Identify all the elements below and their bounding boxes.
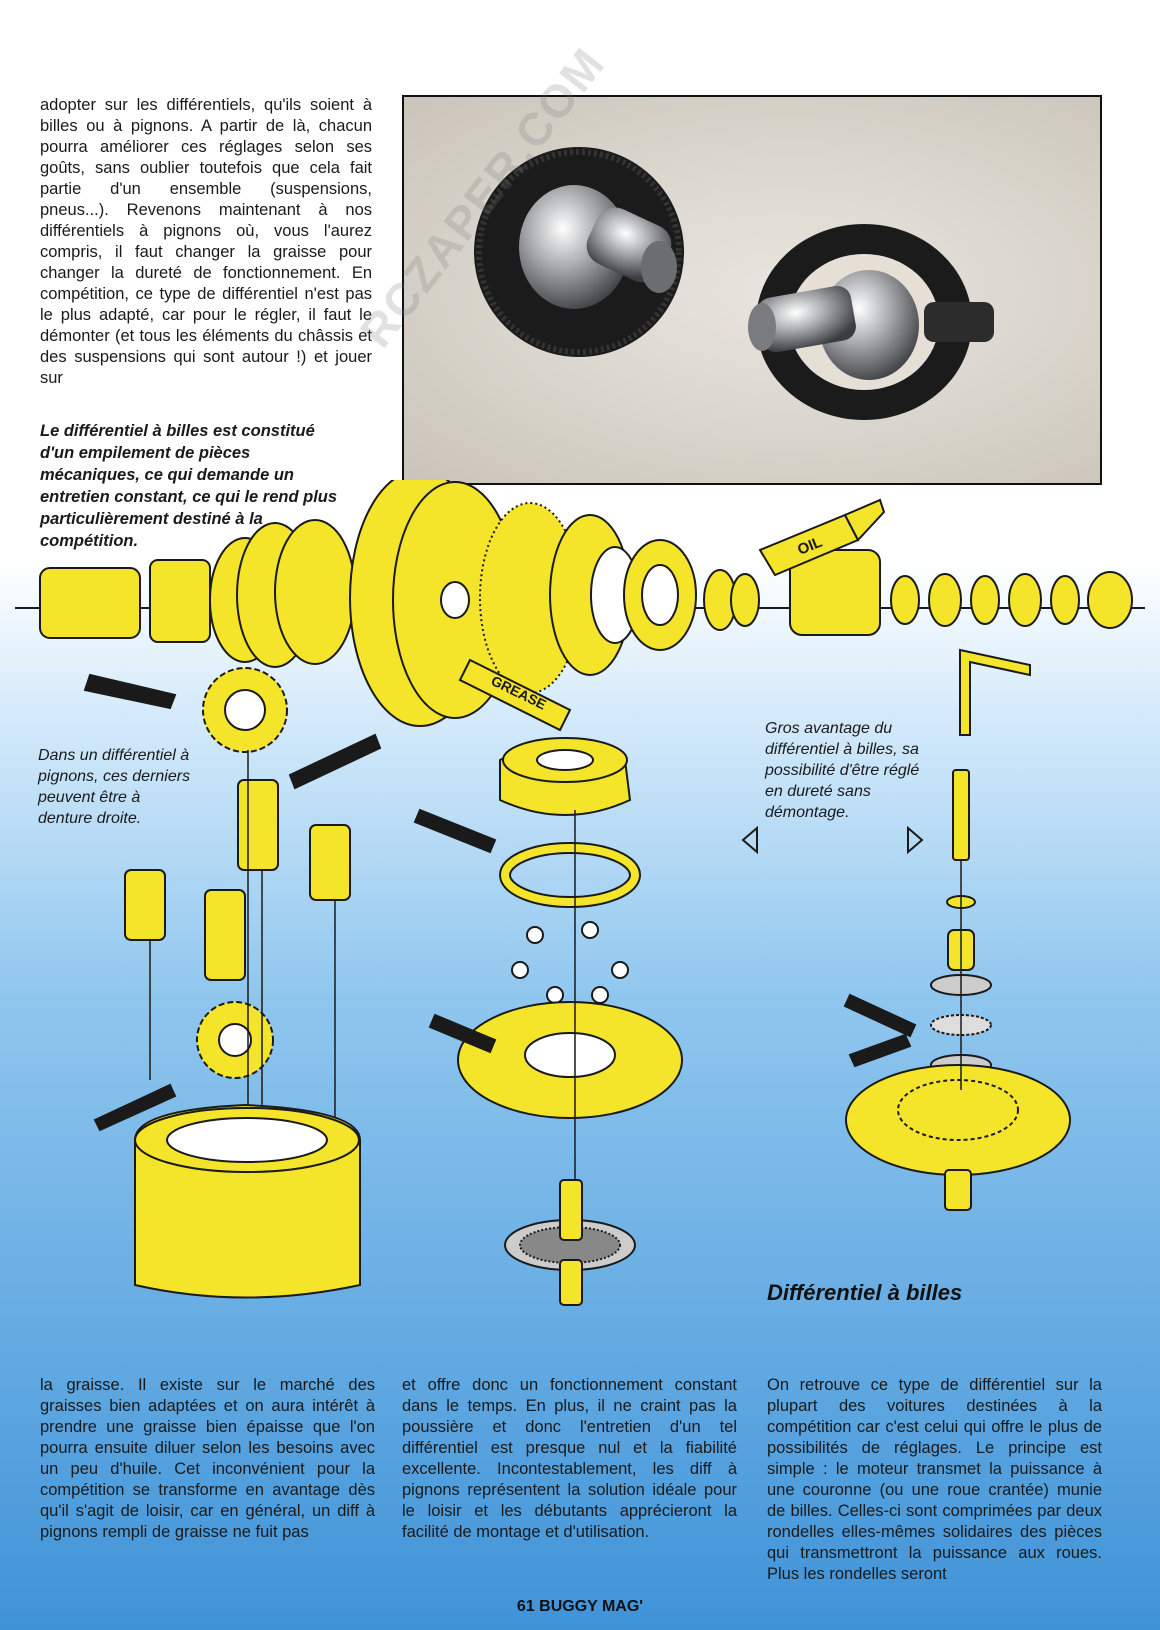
triangle-left-icon — [741, 826, 758, 854]
intro-paragraph: adopter sur les différentiels, qu'ils so… — [40, 96, 372, 387]
adjustable-differential-exploded — [843, 648, 1071, 1211]
pinion-differential-exploded — [83, 667, 382, 1299]
adjustment-caption: Gros avantage du différentiel à billes, … — [765, 720, 920, 821]
left-column-text: la graisse. Il existe sur le marché des … — [40, 1376, 375, 1541]
grease-tube-icon — [458, 658, 572, 732]
lower-differential-unit — [748, 224, 994, 420]
ball-differential-caption: Le différentiel à billes est constitué d… — [40, 422, 338, 550]
pinion-differential-caption: Dans un différentiel à pignons, ces dern… — [38, 747, 191, 827]
exploded-differential-illustration: OIL GREASE — [0, 469, 1160, 1360]
page-footer: 61 BUGGY MAG' — [516, 1598, 644, 1615]
section-heading: Différentiel à billes — [767, 1280, 963, 1305]
triangle-right-icon — [907, 826, 924, 854]
oil-bottle-icon — [758, 498, 886, 577]
right-column-text: On retrouve ce type de différentiel sur … — [767, 1376, 1102, 1583]
differential-photo — [402, 95, 1102, 485]
middle-column-text: et offre donc un fonctionnement constant… — [402, 1376, 737, 1541]
upper-differential-unit — [474, 147, 684, 357]
ball-differential-exploded — [413, 737, 683, 1306]
axle-stack — [39, 469, 1133, 727]
